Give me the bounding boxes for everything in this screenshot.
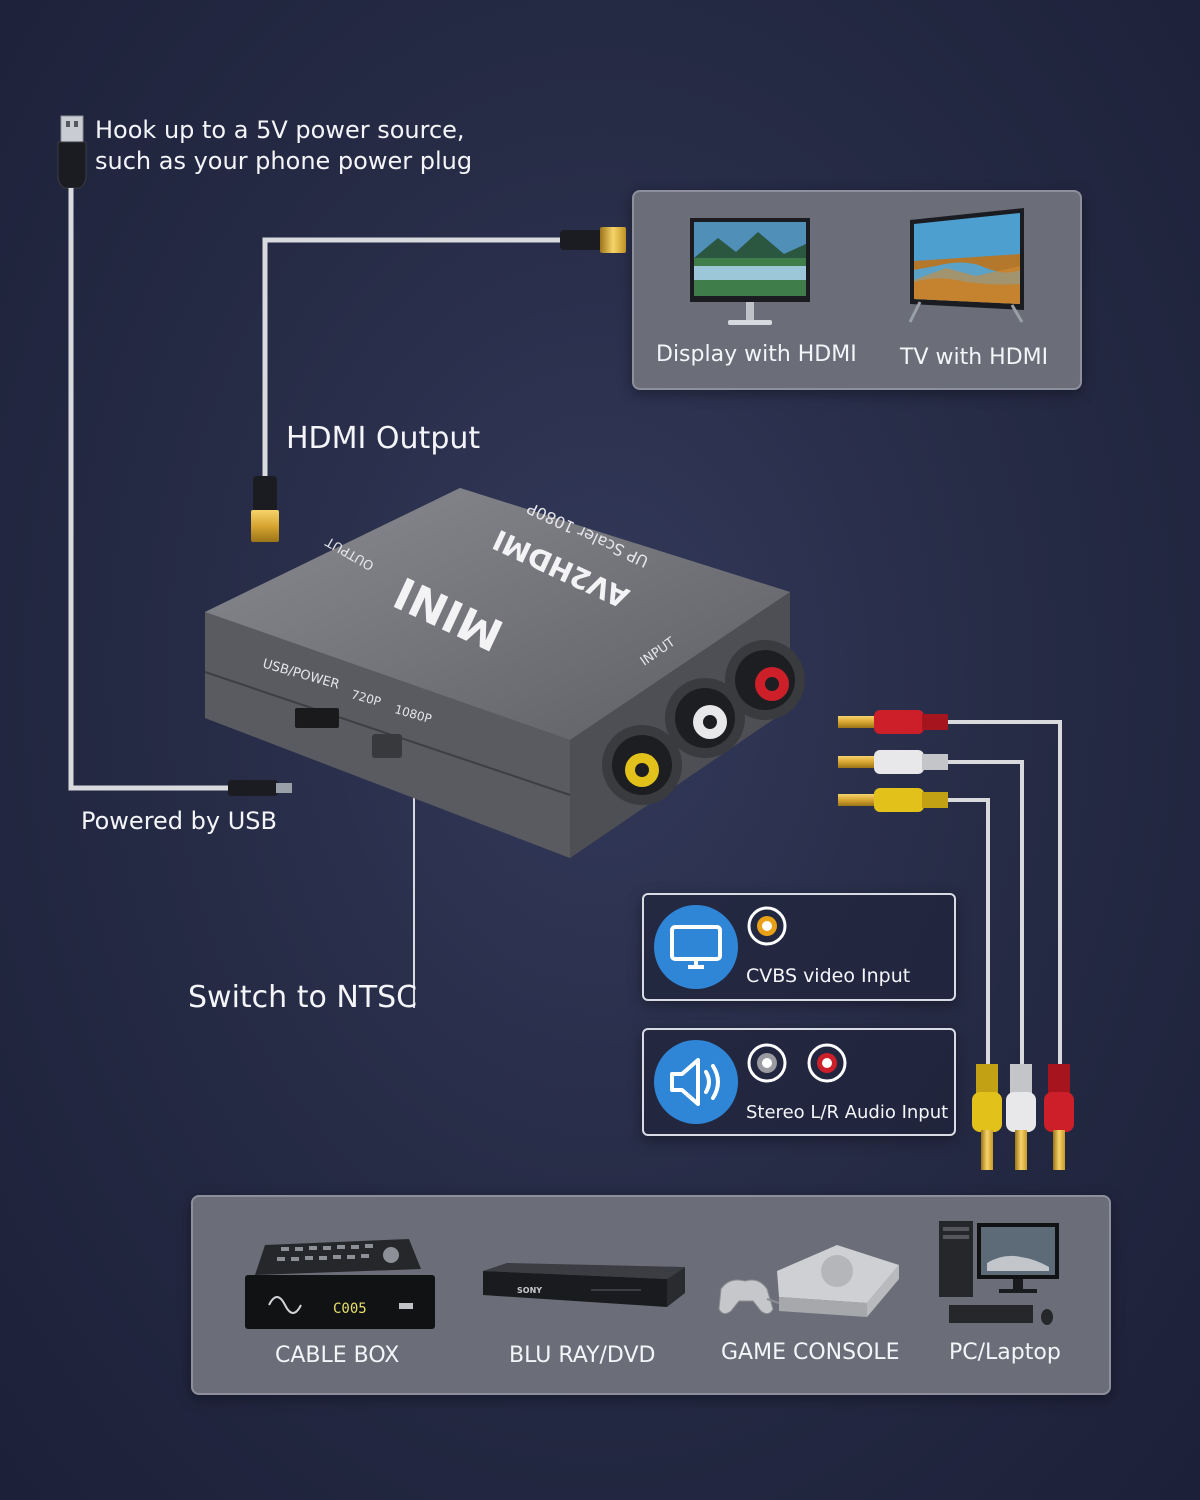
bluray-brand: SONY [517, 1286, 542, 1295]
yellow-jack-icon [746, 905, 788, 947]
power-text-line1: Hook up to a 5V power source, [95, 116, 465, 144]
monitor-icon [688, 216, 812, 328]
source-label-game-console: GAME CONSOLE [721, 1340, 900, 1365]
hdmi-output-panel: Display with HDMI TV with HDMI [632, 190, 1082, 390]
tv-icon [906, 206, 1026, 326]
switch-ntsc-label: Switch to NTSC [188, 980, 418, 1015]
hdmi-cable [251, 227, 626, 542]
source-label-cable-box: CABLE BOX [275, 1343, 400, 1368]
rca-jack-yellow [602, 725, 682, 805]
monitor-badge-icon [654, 905, 738, 989]
white-jack-icon [746, 1042, 788, 1084]
audio-input-label: Stereo L/R Audio Input [746, 1102, 949, 1123]
converter-box: MINI AV2HDMI UP Scaler 1080P OUTPUT INPU… [204, 488, 805, 858]
video-input-box: CVBS video Input [642, 893, 956, 1001]
output-label-tv: TV with HDMI [900, 345, 1049, 370]
source-label-pc: PC/Laptop [949, 1340, 1061, 1365]
rca-cable [838, 710, 1074, 1170]
bluray-player-icon: SONY [481, 1261, 687, 1319]
red-jack-icon [806, 1042, 848, 1084]
usb-cable [57, 115, 292, 796]
rca-jack-white [665, 678, 745, 758]
power-text-line2: such as your phone power plug [95, 147, 473, 175]
source-devices-panel: C005 SONY [191, 1195, 1111, 1395]
rca-jack-red [725, 640, 805, 720]
cable-box-icon: C005 [241, 1235, 437, 1335]
usb-power-label: Powered by USB [81, 807, 277, 835]
hdmi-output-label: HDMI Output [286, 421, 481, 456]
output-label-display: Display with HDMI [656, 342, 857, 367]
source-label-bluray: BLU RAY/DVD [509, 1343, 656, 1368]
game-console-icon [717, 1241, 903, 1337]
video-input-label: CVBS video Input [746, 965, 911, 987]
audio-input-box: Stereo L/R Audio Input [642, 1028, 956, 1136]
speaker-badge-icon [654, 1040, 738, 1124]
pc-icon [937, 1219, 1063, 1333]
cable-box-display: C005 [333, 1301, 367, 1317]
